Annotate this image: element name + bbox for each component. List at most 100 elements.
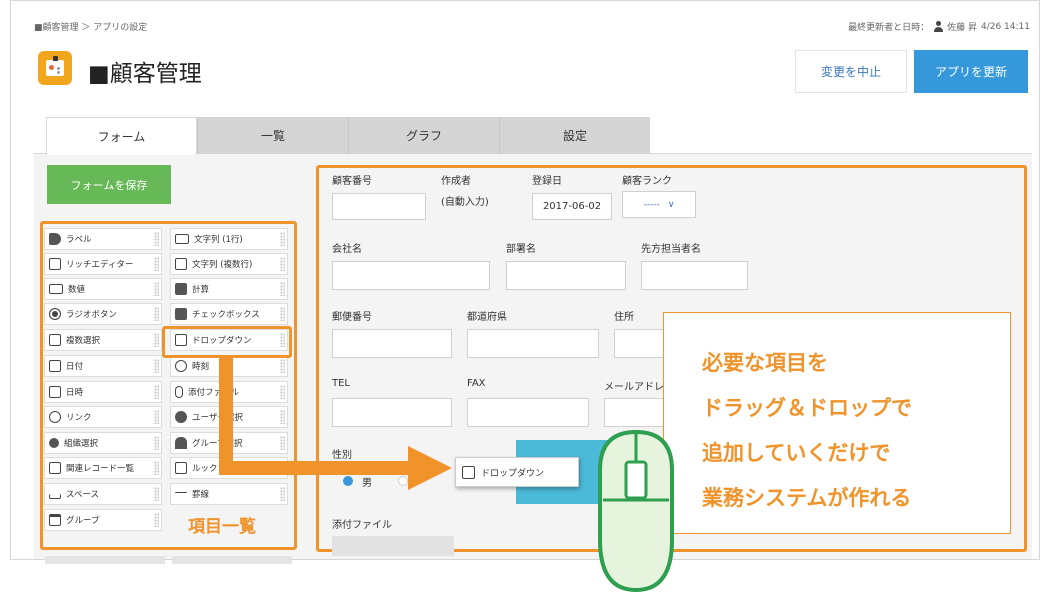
gender-male-label: 男 [362, 478, 372, 489]
palette-item-text: ラベル [66, 235, 92, 245]
palette-item-number[interactable]: 数値 [44, 278, 162, 300]
tab-form[interactable]: フォーム [46, 117, 197, 155]
fax-field[interactable] [467, 398, 589, 427]
last-updated-user[interactable]: 佐藤 昇 [947, 23, 977, 33]
palette-item-link[interactable]: リンク [44, 406, 162, 428]
palette-item-rich-editor[interactable]: リッチエディター [44, 253, 162, 275]
tel-field[interactable] [332, 398, 452, 427]
attachment-field[interactable] [332, 536, 454, 556]
palette-item-text: チェックボックス [192, 310, 260, 320]
link-icon [49, 411, 61, 423]
palette-item-text: 複数選択 [66, 336, 101, 346]
palette-item-text: ラジオボタン [66, 310, 117, 320]
lookup-icon [175, 462, 187, 474]
postal-field[interactable] [332, 329, 452, 358]
company-field[interactable] [332, 261, 490, 290]
palette-item-date[interactable]: 日付 [44, 355, 162, 377]
update-app-button[interactable]: アプリを更新 [914, 50, 1028, 93]
rank-label: 顧客ランク [622, 176, 672, 187]
app-icon [38, 51, 72, 85]
company-label: 会社名 [332, 244, 362, 255]
palette-item-text: グループ [66, 516, 100, 526]
palette-item-text: 時刻 [192, 362, 210, 372]
dropdown-icon [175, 334, 187, 346]
gender-male-radio[interactable] [343, 476, 353, 486]
palette-item-multi-select[interactable]: 複数選択 [44, 329, 162, 351]
user-avatar-icon [933, 21, 944, 32]
palette-item-text: 文字列 (1行) [194, 235, 243, 245]
palette-item-label[interactable]: ラベル [44, 228, 162, 250]
palette-item-checkbox[interactable]: チェックボックス [170, 303, 288, 325]
palette-item-radio[interactable]: ラジオボタン [44, 303, 162, 325]
gender-label: 性別 [332, 450, 352, 461]
department-field[interactable] [506, 261, 626, 290]
palette-item-group[interactable]: グループ [44, 509, 162, 531]
palette-scroll-hint [172, 556, 292, 564]
palette-item-text: 数値 [68, 285, 86, 295]
dropdown-icon [462, 465, 475, 479]
palette-item-text: 関連レコード一覧 [66, 464, 135, 474]
gender-female-radio[interactable] [398, 476, 408, 486]
palette-item-org-select[interactable]: 組織選択 [44, 432, 162, 454]
clock-icon [175, 360, 187, 372]
callout-line-1: 必要な項目を [702, 351, 828, 375]
multi-select-icon [49, 334, 61, 346]
palette-item-related-records[interactable]: 関連レコード一覧 [44, 457, 162, 479]
palette-item-text: 計算 [192, 285, 210, 295]
rank-select[interactable]: -----∨ [622, 191, 696, 218]
text-single-icon [175, 234, 189, 244]
prefecture-field[interactable] [467, 329, 599, 358]
palette-item-text: 添付ファイル [188, 388, 240, 398]
created-by-label: 作成者 [441, 176, 471, 187]
palette-item-text: リンク [66, 413, 92, 423]
palette-item-datetime[interactable]: 日時 [44, 381, 162, 403]
checkbox-icon [175, 308, 187, 320]
mouse-icon [598, 429, 674, 593]
number-icon [49, 284, 63, 294]
tel-label: TEL [332, 378, 350, 389]
cancel-changes-button[interactable]: 変更を中止 [795, 50, 907, 93]
palette-item-text: 組織選択 [64, 439, 99, 449]
palette-title: 項目一覧 [188, 517, 256, 537]
palette-item-calculation[interactable]: 計算 [170, 278, 288, 300]
feature-callout: 必要な項目を ドラッグ＆ドロップで 追加していくだけで 業務システムが作れる [663, 312, 1011, 534]
palette-item-space[interactable]: スペース [44, 483, 162, 505]
tab-list[interactable]: 一覧 [197, 117, 348, 154]
breadcrumb[interactable]: ■顧客管理 ＞ アプリの設定 [34, 23, 148, 33]
registered-date-field[interactable]: 2017-06-02 [532, 193, 612, 220]
callout-line-3: 追加していくだけで [702, 441, 891, 465]
attachment-icon [175, 386, 183, 398]
email-field[interactable] [604, 398, 664, 427]
palette-item-text: スペース [66, 490, 99, 500]
palette-item-text-multi[interactable]: 文字列 (複数行) [170, 253, 288, 275]
dragging-dropdown-field[interactable]: ドロップダウン [455, 457, 579, 487]
field-palette-highlight [40, 221, 297, 550]
email-label: メールアドレス [604, 382, 664, 393]
palette-item-dropdown[interactable]: ドロップダウン [170, 329, 288, 351]
contact-label: 先方担当者名 [641, 244, 701, 255]
radio-icon [49, 308, 61, 320]
contact-field[interactable] [641, 261, 748, 290]
palette-item-text: 文字列 (複数行) [192, 260, 253, 270]
palette-item-text: ドロップダウン [192, 336, 252, 346]
department-label: 部署名 [506, 244, 536, 255]
customer-no-field[interactable] [332, 193, 426, 220]
text-multi-icon [175, 258, 187, 270]
app-title: ■顧客管理 [88, 61, 202, 87]
drag-arrow-head [408, 446, 452, 490]
calculator-icon [175, 283, 187, 295]
palette-scroll-hint [45, 556, 165, 564]
created-by-value: (自動入力) [441, 197, 489, 208]
customer-no-label: 顧客番号 [332, 176, 372, 187]
palette-item-text-single[interactable]: 文字列 (1行) [170, 228, 288, 250]
chevron-down-icon: ∨ [667, 199, 675, 210]
tab-graph[interactable]: グラフ [348, 117, 499, 154]
datetime-icon [49, 386, 61, 398]
settings-tabs: フォーム 一覧 グラフ 設定 [46, 117, 650, 155]
palette-item-text: グループ選択 [192, 439, 243, 449]
palette-item-border[interactable]: 罫線 [170, 483, 288, 505]
tab-settings[interactable]: 設定 [499, 117, 650, 154]
save-form-button[interactable]: フォームを保存 [47, 165, 171, 204]
group-icon [175, 437, 187, 449]
